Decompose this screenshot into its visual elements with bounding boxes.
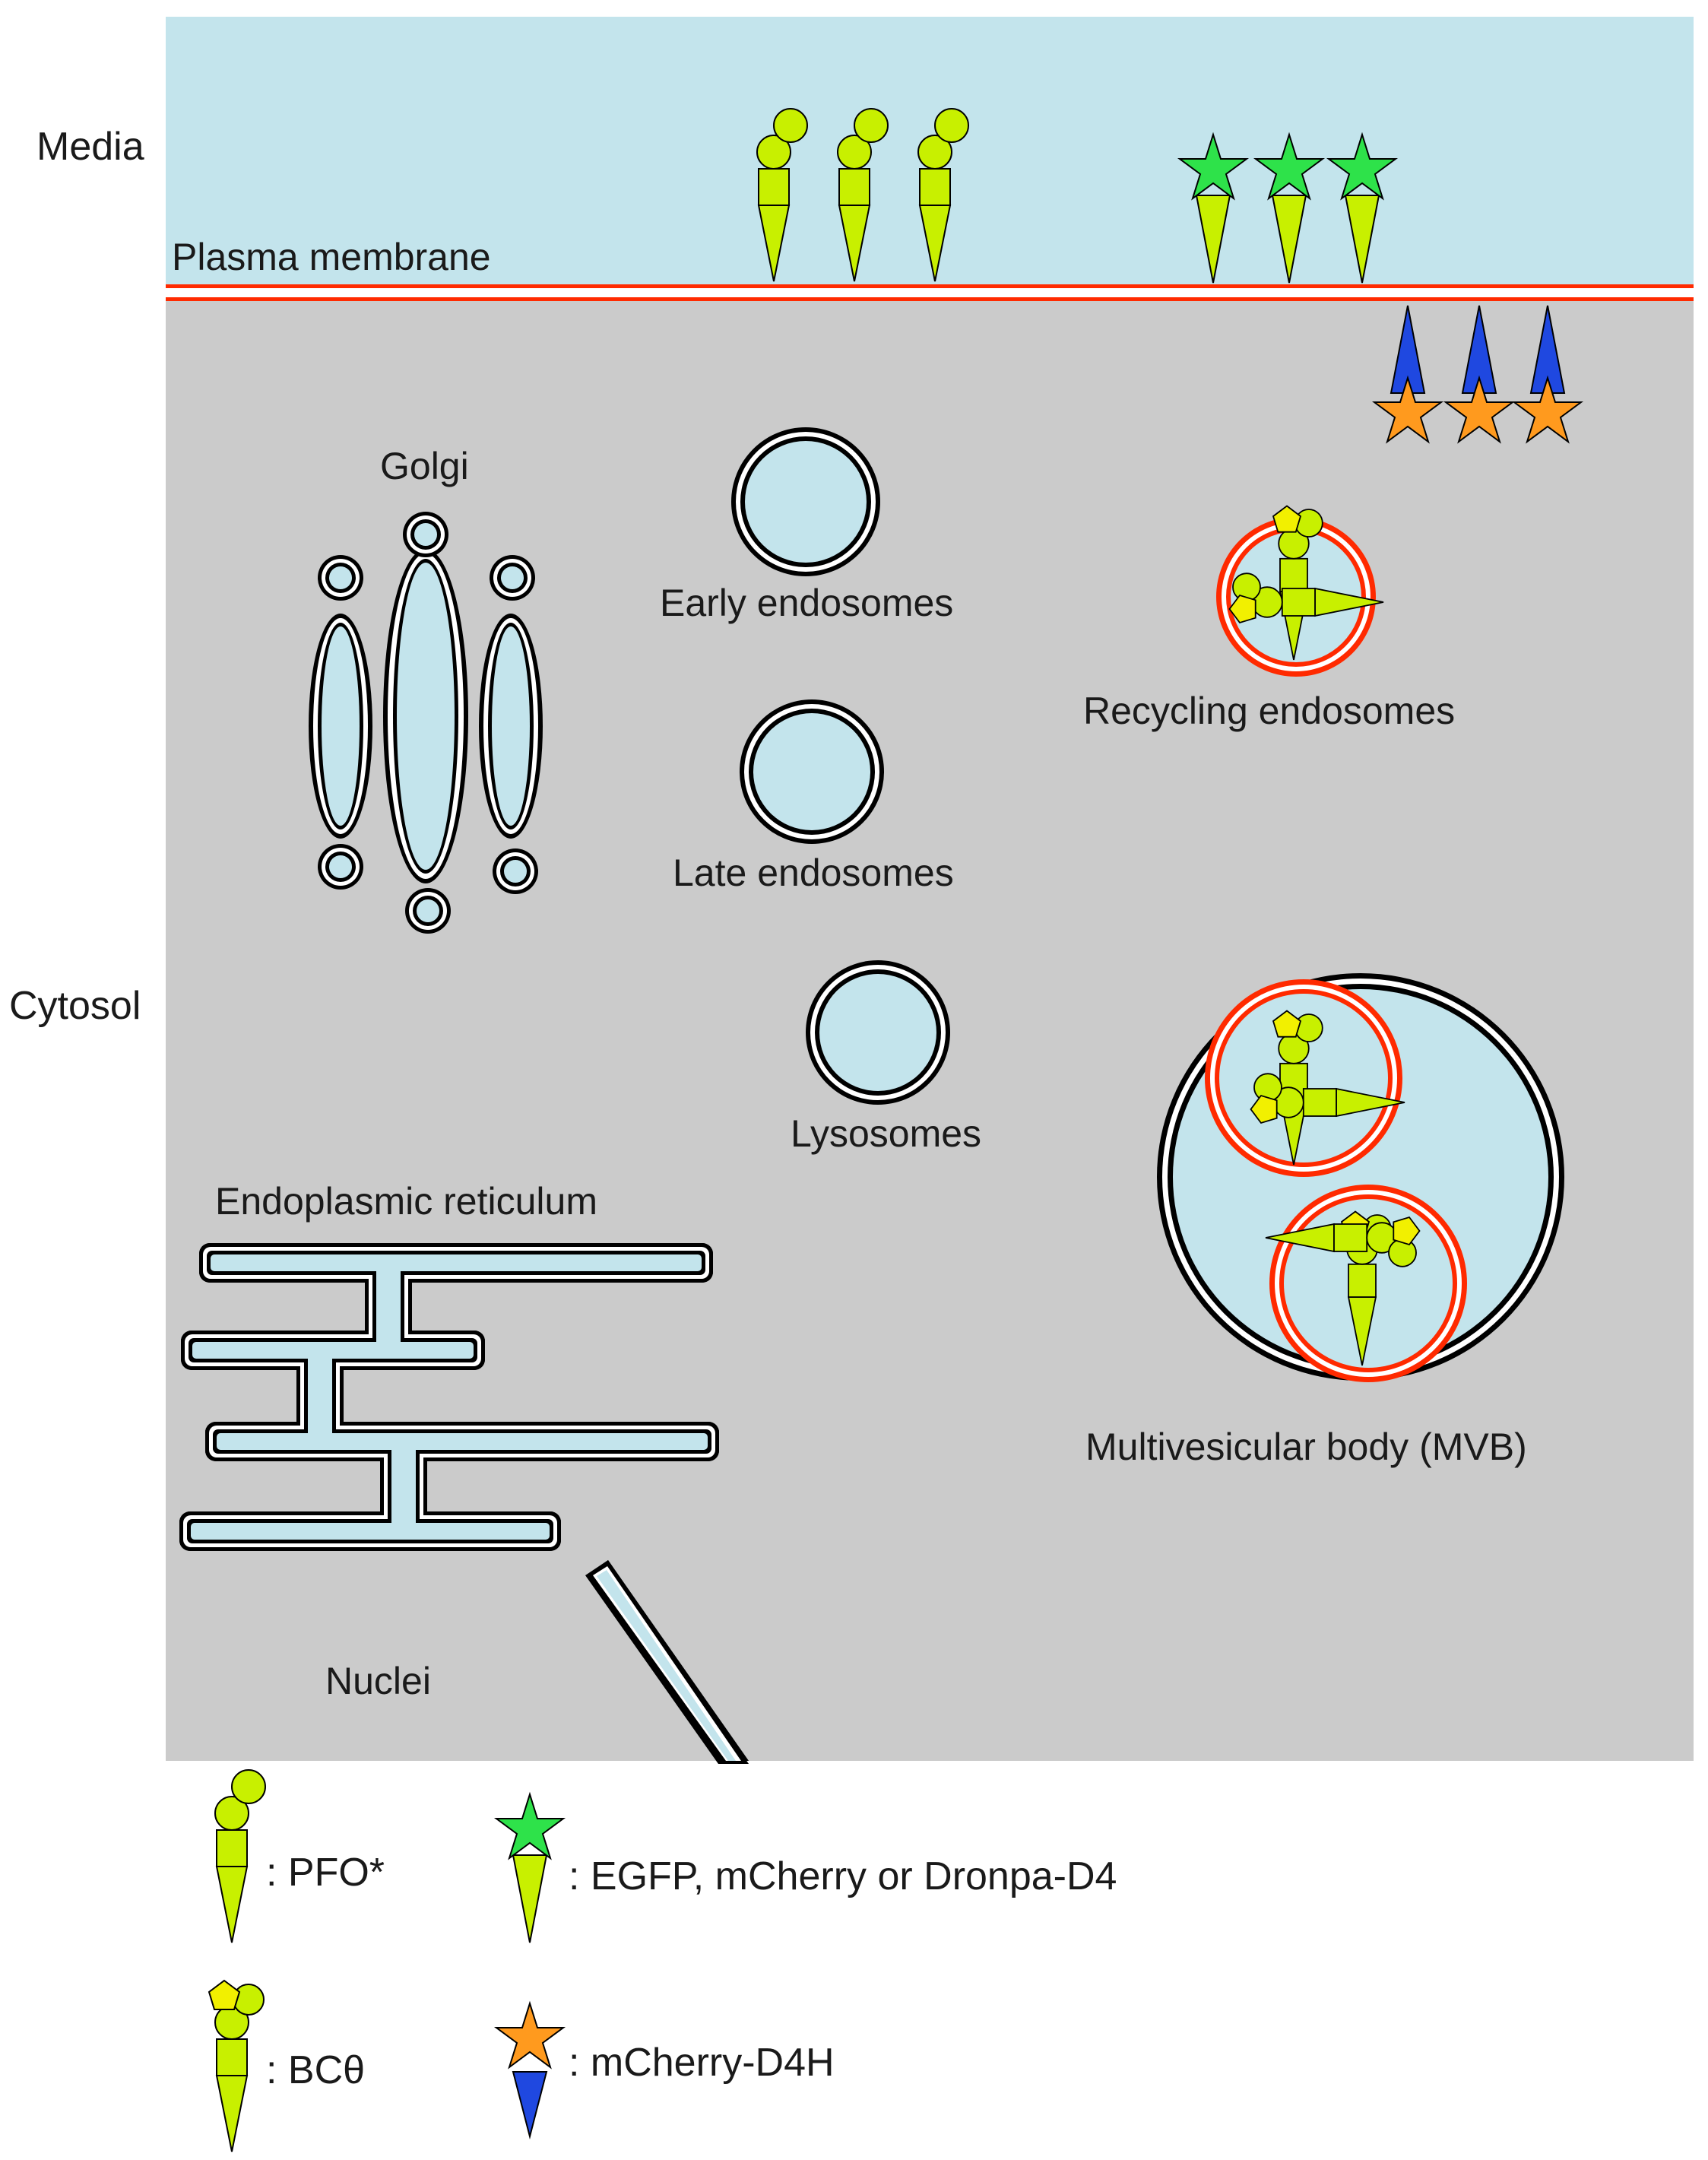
legend: : PFO* : EGFP, mCherry or Dronpa-D4 : BC… [208,1769,1117,2152]
late-endosomes-label: Late endosomes [673,852,954,894]
plasma-membrane-label: Plasma membrane [172,236,491,278]
nuclear-envelope-tube [587,1560,749,1761]
legend-d4h-label: : mCherry-D4H [569,2041,835,2085]
legend-pfo-symbol [214,1769,266,1943]
legend-d4h-symbol [493,2000,566,2139]
golgi [309,512,543,934]
legend-pfo-label: : PFO* [266,1851,385,1895]
plasma-membrane [166,284,1694,301]
mvb-label: Multivesicular body (MVB) [1085,1426,1527,1468]
legend-bc-symbol [208,1980,265,2152]
er-label: Endoplasmic reticulum [215,1180,597,1223]
lysosomes-label: Lysosomes [791,1112,981,1155]
recycling-endosome [1216,505,1384,677]
lysosome [806,960,950,1105]
cytosol-label: Cytosol [9,984,141,1028]
legend-bc-label: : BCθ [266,2048,365,2092]
nuclei-label: Nuclei [325,1660,431,1702]
legend-d4-symbol [496,1794,564,1943]
early-endosomes-label: Early endosomes [660,582,953,624]
early-endosome [731,427,880,576]
late-endosome [740,699,884,844]
legend-d4-label: : EGFP, mCherry or Dronpa-D4 [569,1854,1117,1898]
media-label: Media [36,125,144,169]
multivesicular-body [1157,973,1564,1382]
recycling-endosomes-label: Recycling endosomes [1083,690,1455,732]
golgi-label: Golgi [380,445,469,487]
